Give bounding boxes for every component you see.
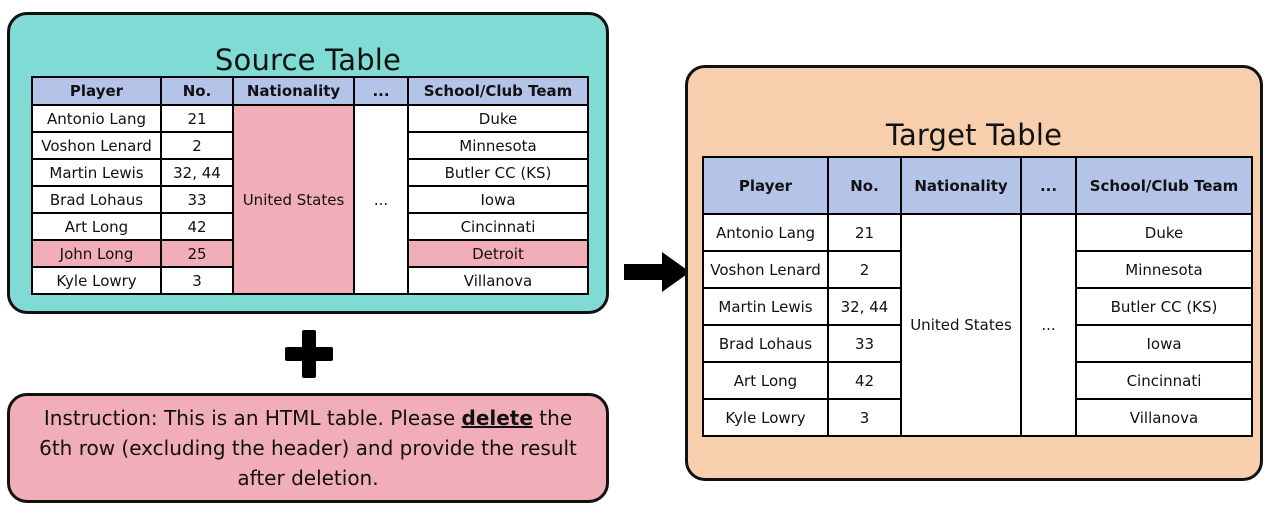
cell-nationality-merged: United States: [900, 213, 1022, 437]
cell-team: Minnesota: [407, 131, 589, 160]
cell-team: Iowa: [407, 185, 589, 214]
cell-nationality-merged: United States: [232, 104, 355, 295]
target-data-table: Player No. Nationality ... School/Club T…: [702, 156, 1253, 437]
cell-no: 33: [160, 185, 234, 214]
cell-team: Villanova: [1075, 398, 1253, 437]
cell-team: Villanova: [407, 266, 589, 295]
instruction-emphasis: delete: [461, 406, 533, 430]
cell-player: Kyle Lowry: [31, 266, 162, 295]
right-arrow-icon: [624, 252, 690, 292]
cell-player: Brad Lohaus: [702, 324, 829, 363]
cell-no: 32, 44: [160, 158, 234, 187]
cell-no: 3: [827, 398, 902, 437]
cell-player: Voshon Lenard: [702, 250, 829, 289]
cell-team: Cincinnati: [407, 212, 589, 241]
cell-no: 42: [827, 361, 902, 400]
cell-player: Art Long: [702, 361, 829, 400]
cell-player: Martin Lewis: [31, 158, 162, 187]
cell-player: Martin Lewis: [702, 287, 829, 326]
cell-player: Art Long: [31, 212, 162, 241]
target-col-no: No.: [827, 156, 902, 215]
cell-player: Voshon Lenard: [31, 131, 162, 160]
instruction-suffix: the 6th row (excluding the header) and p…: [39, 406, 577, 490]
target-col-nationality: Nationality: [900, 156, 1022, 215]
source-col-ellipsis: ...: [353, 76, 409, 106]
plus-icon: [285, 330, 333, 378]
cell-team: Iowa: [1075, 324, 1253, 363]
cell-ellipsis-merged: ...: [353, 104, 409, 295]
cell-no: 21: [827, 213, 902, 252]
cell-team: Butler CC (KS): [1075, 287, 1253, 326]
source-col-no: No.: [160, 76, 234, 106]
target-table-header-row: Player No. Nationality ... School/Club T…: [702, 156, 1253, 215]
cell-no: 42: [160, 212, 234, 241]
cell-no: 32, 44: [827, 287, 902, 326]
cell-player: Brad Lohaus: [31, 185, 162, 214]
target-col-team: School/Club Team: [1075, 156, 1253, 215]
cell-no: 2: [827, 250, 902, 289]
target-panel-title: Target Table: [885, 118, 1063, 152]
cell-team: Duke: [1075, 213, 1253, 252]
source-col-nationality: Nationality: [232, 76, 355, 106]
instruction-text: Instruction: This is an HTML table. Plea…: [10, 403, 606, 493]
instruction-prefix: Instruction: This is an HTML table. Plea…: [43, 406, 462, 430]
cell-player: Kyle Lowry: [702, 398, 829, 437]
cell-no: 3: [160, 266, 234, 295]
source-panel-title: Source Table: [214, 43, 402, 77]
cell-team: Cincinnati: [1075, 361, 1253, 400]
cell-team: Detroit: [407, 239, 589, 268]
cell-no: 25: [160, 239, 234, 268]
cell-team: Duke: [407, 104, 589, 133]
cell-no: 33: [827, 324, 902, 363]
source-table-header-row: Player No. Nationality ... School/Club T…: [31, 76, 589, 106]
target-col-player: Player: [702, 156, 829, 215]
cell-no: 21: [160, 104, 234, 133]
cell-player: Antonio Lang: [702, 213, 829, 252]
cell-no: 2: [160, 131, 234, 160]
target-col-ellipsis: ...: [1020, 156, 1077, 215]
cell-player: John Long: [31, 239, 162, 268]
cell-team: Butler CC (KS): [407, 158, 589, 187]
plus-icon-vertical-bar: [302, 330, 316, 378]
instruction-panel: Instruction: This is an HTML table. Plea…: [7, 393, 609, 503]
cell-player: Antonio Lang: [31, 104, 162, 133]
source-data-table: Player No. Nationality ... School/Club T…: [31, 76, 589, 295]
cell-team: Minnesota: [1075, 250, 1253, 289]
cell-ellipsis-merged: ...: [1020, 213, 1077, 437]
source-col-player: Player: [31, 76, 162, 106]
source-col-team: School/Club Team: [407, 76, 589, 106]
